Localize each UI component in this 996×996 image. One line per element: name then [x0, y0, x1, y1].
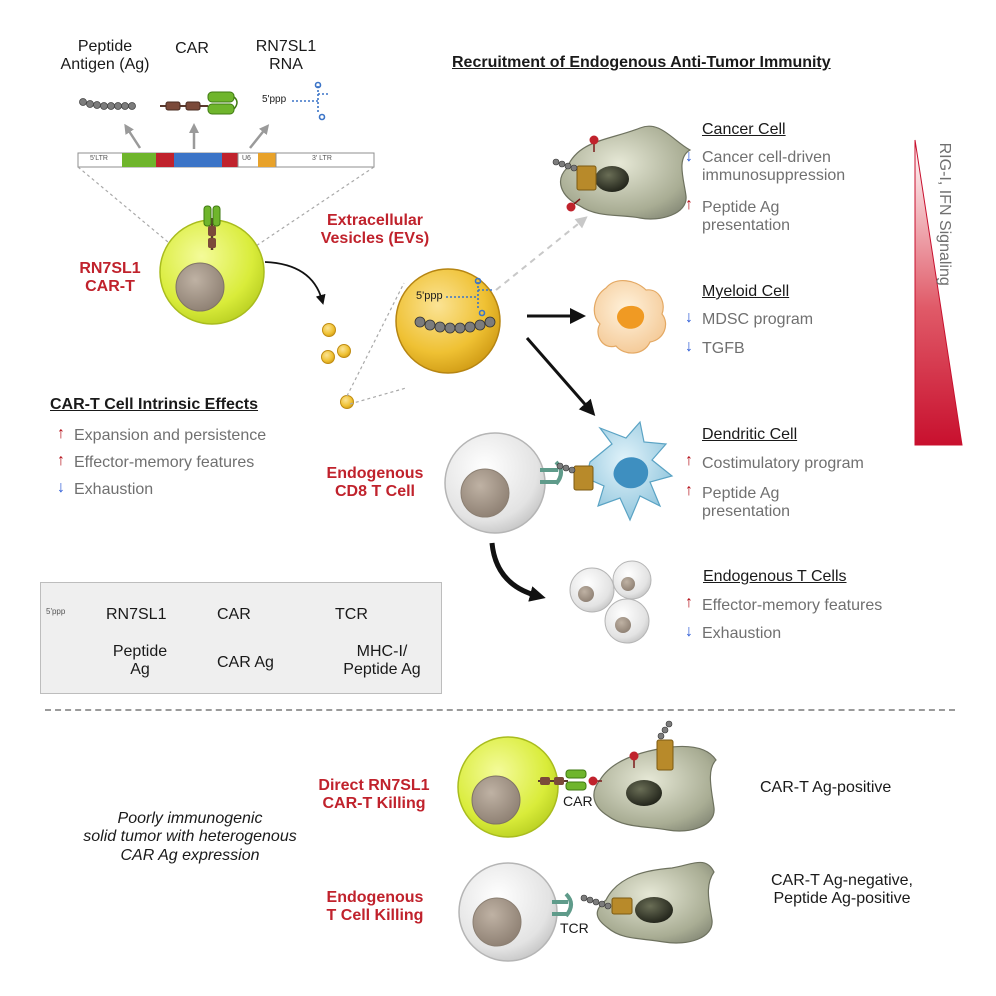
- rn7sl1-rna-label: RN7SL1 RNA: [255, 38, 317, 74]
- bottom-cancer-cell-ag-negative: [580, 861, 715, 944]
- intrinsic-item: Expansion and persistence: [74, 427, 267, 444]
- up-arrow-icon: ↑: [685, 196, 693, 213]
- cd8-label: Endogenous CD8 T Cell: [326, 465, 424, 501]
- section-divider: [45, 709, 955, 711]
- direct-result: CAR-T Ag-positive: [760, 779, 892, 796]
- vector-to-cell-lines: [77, 166, 375, 263]
- bottom-car-t-cell: [457, 736, 587, 838]
- rna-5ppp-label: 5'ppp: [262, 94, 287, 105]
- legend-rn7sl1-label: RN7SL1: [106, 606, 167, 623]
- rig-i-ifn-gradient: [914, 139, 963, 446]
- myeloid-item: TGFB: [702, 340, 745, 357]
- bottom-tcr-label: TCR: [560, 920, 589, 936]
- ev-label: Extracellular Vesicles (EVs): [320, 212, 430, 248]
- up-arrow-icon: ↑: [685, 594, 693, 611]
- legend-car-ag-label: CAR Ag: [217, 654, 274, 671]
- down-arrow-icon: ↓: [685, 148, 693, 165]
- legend-car-label: CAR: [217, 606, 251, 623]
- endogenous-t-cells: [569, 560, 652, 644]
- dendritic-cell-title: Dendritic Cell: [702, 426, 798, 443]
- bottom-cancer-cell-ag-positive: [588, 720, 717, 832]
- vector-construct: [77, 152, 375, 168]
- vector-3ltr-label: 3' LTR: [312, 155, 332, 162]
- intrinsic-item: Effector-memory features: [74, 454, 255, 471]
- cd8-to-endo-t-arrow: [489, 542, 546, 602]
- expression-arrows: [124, 123, 270, 149]
- cancer-cell-title: Cancer Cell: [702, 121, 786, 138]
- up-arrow-icon: ↑: [685, 482, 693, 499]
- peptide-chain-icon: [79, 98, 136, 110]
- myeloid-item: MDSC program: [702, 311, 814, 328]
- up-arrow-icon: ↑: [57, 425, 65, 442]
- myeloid-cell: [593, 280, 667, 354]
- endogenous-cd8-cell: [444, 432, 563, 534]
- ev-zoom-lines: [346, 282, 407, 405]
- down-arrow-icon: ↓: [685, 338, 693, 355]
- bottom-car-label: CAR: [563, 793, 593, 809]
- up-arrow-icon: ↑: [57, 452, 65, 469]
- intrinsic-title: CAR-T Cell Intrinsic Effects: [50, 396, 259, 413]
- up-arrow-icon: ↑: [685, 452, 693, 469]
- endogenous-t-title: Endogenous T Cells: [703, 568, 847, 585]
- legend-mhc-label: MHC-I/ Peptide Ag: [343, 643, 421, 679]
- car-t-label: RN7SL1 CAR-T: [79, 260, 141, 296]
- myeloid-cell-title: Myeloid Cell: [702, 283, 790, 300]
- rig-i-ifn-label: RIG-I, IFN Signaling: [936, 142, 954, 286]
- secretion-arrow: [264, 261, 326, 305]
- dendritic-item: Peptide Ag presentation: [702, 485, 791, 521]
- dendritic-item: Costimulatory program: [702, 455, 864, 472]
- ev-to-dendritic-arrow: [525, 337, 596, 417]
- car-molecule-icon: [160, 91, 238, 115]
- car-label: CAR: [175, 40, 209, 57]
- direct-killing-label: Direct RN7SL1 CAR-T Killing: [318, 777, 430, 813]
- car-t-cell: [159, 205, 265, 325]
- cancer-cell-item: Peptide Ag presentation: [702, 199, 791, 235]
- vector-5ltr-label: 5'LTR: [90, 155, 108, 162]
- endogenous-t-item: Effector-memory features: [702, 597, 883, 614]
- legend-peptide-label: Peptide Ag: [112, 643, 168, 679]
- legend-box: [40, 582, 442, 694]
- vector-u6-label: U6: [242, 155, 251, 162]
- ev-particles: [321, 323, 354, 409]
- rn7sl1-rna-icon: [292, 81, 330, 121]
- tumor-description: Poorly immunogenic solid tumor with hete…: [83, 810, 297, 864]
- ev-to-cancer-arrow: [495, 216, 588, 291]
- endogenous-t-item: Exhaustion: [702, 625, 782, 642]
- cancer-cell-item: Cancer cell-driven immunosuppression: [702, 149, 846, 185]
- cancer-cell: [552, 125, 692, 220]
- endo-result: CAR-T Ag-negative, Peptide Ag-positive: [771, 872, 913, 908]
- legend-5ppp-label: 5'ppp: [46, 607, 66, 616]
- recruitment-title: Recruitment of Endogenous Anti-Tumor Imm…: [452, 54, 831, 71]
- down-arrow-icon: ↓: [57, 479, 65, 496]
- legend-tcr-label: TCR: [335, 606, 368, 623]
- ev-rna-5ppp-label: 5'ppp: [416, 290, 443, 302]
- bottom-endogenous-t-cell: [458, 862, 573, 962]
- endo-killing-label: Endogenous T Cell Killing: [326, 889, 424, 925]
- intrinsic-item: Exhaustion: [74, 481, 154, 498]
- down-arrow-icon: ↓: [685, 623, 693, 640]
- dendritic-cell: [556, 420, 674, 522]
- peptide-antigen-label: Peptide Antigen (Ag): [60, 38, 150, 74]
- extracellular-vesicle: [395, 268, 501, 374]
- down-arrow-icon: ↓: [685, 309, 693, 326]
